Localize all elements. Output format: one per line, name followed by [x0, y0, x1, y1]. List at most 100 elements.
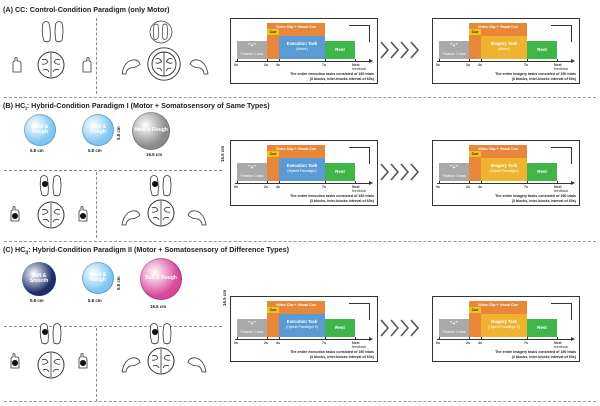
tick-label: 0s	[234, 341, 238, 345]
tick-mark	[325, 181, 326, 184]
video-clip-label: Video Clip + Visual Cue	[478, 303, 518, 307]
video-clip-label: Video Clip + Visual Cue	[276, 303, 316, 307]
hand-icon	[82, 57, 92, 73]
tick-label: 2s	[264, 63, 268, 67]
timeline-note-sub: (3 blocks, inter-blocks interval of 60s)	[511, 355, 576, 359]
rest-segment: Rest	[325, 319, 355, 337]
timeline-note: The entire imagery tasks consisted of 15…	[495, 72, 576, 76]
ball-size-label: 5.8 cm	[30, 298, 44, 303]
cue-label: Cue	[269, 30, 277, 34]
hand-icon	[78, 353, 88, 369]
tick-mark	[527, 181, 528, 184]
fixation-sub: Fixation Cross	[240, 174, 264, 178]
arm-icon	[121, 357, 141, 373]
task-label: Execution Task	[286, 41, 318, 46]
cue-label: Cue	[269, 152, 277, 156]
tick-mark	[237, 337, 238, 340]
rest-segment: Rest	[325, 41, 355, 59]
cue-label: Cue	[269, 308, 277, 312]
section-a-illustration	[2, 16, 224, 96]
rest-segment: Rest	[527, 41, 557, 59]
feet-icon	[39, 323, 62, 345]
tick-mark	[481, 337, 482, 340]
task-segment: Imagery Task(Motor)	[481, 36, 527, 59]
tick-mark	[439, 337, 440, 340]
feedback-bracket	[349, 147, 370, 164]
stimulus-ball-label: Hard & Rough	[89, 271, 107, 283]
rest-label: Rest	[537, 169, 547, 174]
feedback-bracket	[551, 25, 572, 42]
tick-mark	[237, 59, 238, 62]
next-sublabel: feedback	[554, 67, 569, 71]
task-sublabel: (Motor)	[296, 47, 308, 51]
cue-label: Cue	[471, 308, 479, 312]
fixation-segment: "+"Fixation Cross	[237, 41, 267, 59]
ball-height-label: 5.8 cm	[116, 126, 121, 140]
tick-label: Next	[554, 341, 562, 345]
tick-label: Next	[554, 63, 562, 67]
task-label: Imagery Task	[490, 41, 518, 46]
time-axis	[437, 339, 573, 340]
tick-mark	[439, 181, 440, 184]
ball-size-label: 5.8 cm	[30, 148, 44, 153]
timeline-note: The entire execution tasks consisted of …	[290, 194, 374, 198]
tick-label: 7s	[524, 63, 528, 67]
tick-mark	[237, 181, 238, 184]
brain-icon	[37, 51, 65, 79]
task-segment: Imagery Task(Hybrid Paradigm)	[481, 158, 527, 181]
stimulus-ball-label: Hard & Rough	[89, 123, 107, 135]
brain-icon	[147, 47, 181, 81]
fixation-sub: Fixation Cross	[240, 330, 264, 334]
feedback-bracket	[551, 303, 572, 320]
tick-mark	[355, 181, 356, 184]
tick-mark	[557, 337, 558, 340]
task-sublabel: (Hybrid Paradigm)	[287, 169, 317, 173]
tick-mark	[469, 181, 470, 184]
tick-label: 7s	[322, 63, 326, 67]
hand-icon	[78, 206, 88, 222]
tick-mark	[325, 59, 326, 62]
section-a: (A) CC: Control-Condition Paradigm (only…	[0, 0, 600, 98]
fixation-segment: "+"Fixation Cross	[439, 41, 469, 59]
task-label: Imagery Task	[490, 319, 518, 324]
next-sublabel: feedback	[554, 345, 569, 349]
timeline-note-sub: (3 blocks, inter-blocks interval of 60s)	[511, 199, 576, 203]
feedback-bracket	[551, 147, 572, 164]
task-label: Execution Task	[286, 319, 318, 324]
time-axis	[235, 339, 371, 340]
stimulus-ball-label: Soft & Rough	[145, 275, 177, 282]
tick-mark	[279, 181, 280, 184]
tick-mark	[481, 59, 482, 62]
chevrons-right-icon	[380, 319, 420, 337]
rest-segment: Rest	[527, 319, 557, 337]
brain-icon	[37, 201, 65, 229]
video-clip-label: Video Clip + Visual Cue	[276, 147, 316, 151]
rest-segment: Rest	[325, 163, 355, 181]
cue-segment: Cue	[469, 307, 481, 313]
stimulus-ball: Soft & Rough	[140, 258, 182, 300]
arm-icon	[187, 210, 207, 226]
time-axis	[437, 183, 573, 184]
tick-mark	[527, 337, 528, 340]
stimulus-ball: Hard & Rough	[24, 114, 56, 146]
tick-label: 7s	[322, 185, 326, 189]
fixation-label: "+"	[450, 321, 458, 327]
feet-icon	[39, 175, 62, 197]
tick-label: 4s	[478, 63, 482, 67]
fixation-segment: "+"Fixation Cross	[237, 319, 267, 337]
timeline-note: The entire imagery tasks consisted of 15…	[495, 194, 576, 198]
tick-mark	[469, 59, 470, 62]
hand-icon	[12, 57, 22, 73]
cue-segment: Cue	[469, 151, 481, 157]
rest-label: Rest	[537, 47, 547, 52]
fixation-label: "+"	[450, 165, 458, 171]
task-sublabel: (Hybrid Paradigm II)	[285, 325, 319, 329]
tick-mark	[267, 59, 268, 62]
time-axis-arrow	[571, 59, 575, 63]
tick-mark	[279, 59, 280, 62]
fixation-segment: "+"Fixation Cross	[439, 319, 469, 337]
tick-label: 7s	[322, 341, 326, 345]
